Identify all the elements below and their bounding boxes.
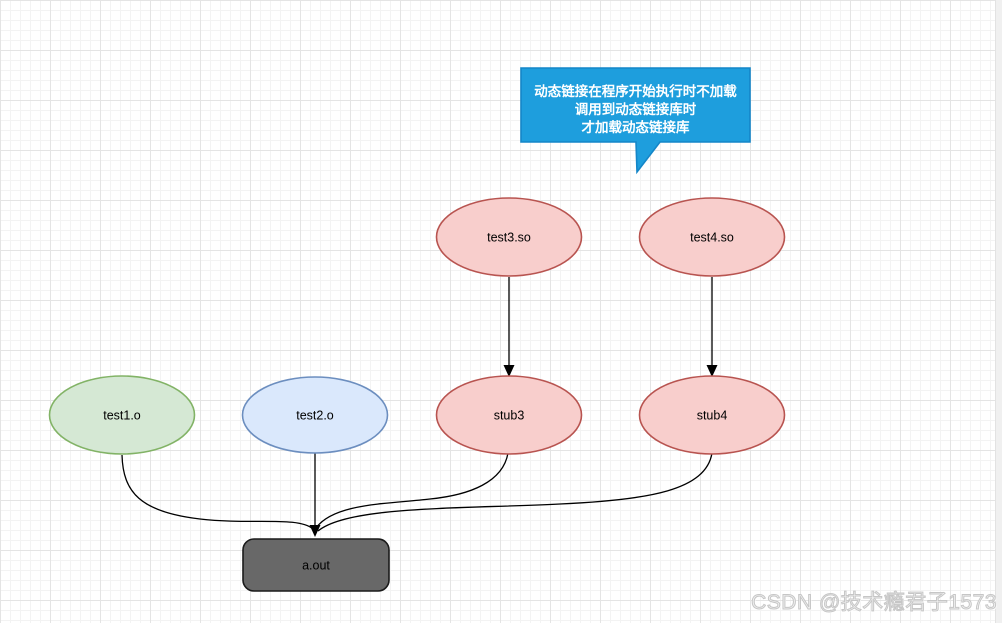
node-test1o-shape	[48, 375, 196, 455]
node-test1o[interactable]: test1.o	[48, 375, 196, 455]
node-test4so-shape	[638, 197, 786, 277]
node-stub3-shape	[435, 375, 583, 455]
edge-test1o-aout[interactable]	[121, 454, 314, 530]
callout-line-3: 才加载动态链接库	[582, 119, 690, 135]
node-aout-label: a.out	[302, 559, 330, 573]
node-stub4-shape	[638, 375, 786, 455]
node-stub3-label: stub3	[494, 409, 525, 423]
edge-stub4-aout[interactable]	[317, 452, 713, 532]
callout-shape	[520, 67, 751, 175]
vertical-scrollbar[interactable]	[995, 0, 1002, 623]
node-test3so-label: test3.so	[487, 231, 531, 245]
node-aout[interactable]: a.out	[242, 538, 390, 592]
edge-stub3-aout[interactable]	[315, 452, 509, 529]
node-test2o-label: test2.o	[296, 409, 334, 423]
node-test2o[interactable]: test2.o	[241, 376, 389, 454]
callout-line-2: 调用到动态链接库时	[575, 101, 697, 117]
node-stub4[interactable]: stub4	[638, 375, 786, 455]
node-aout-shape	[242, 538, 390, 592]
edges-group	[121, 277, 718, 537]
node-test3so[interactable]: test3.so	[435, 197, 583, 277]
node-test2o-shape	[241, 376, 389, 454]
node-stub3[interactable]: stub3	[435, 375, 583, 455]
node-test4so[interactable]: test4.so	[638, 197, 786, 277]
node-stub4-label: stub4	[697, 409, 728, 423]
node-test4so-label: test4.so	[690, 231, 734, 245]
node-test1o-label: test1.o	[103, 409, 141, 423]
callout-note[interactable]: 动态链接在程序开始执行时不加载 调用到动态链接库时 才加载动态链接库	[520, 67, 751, 175]
node-test3so-shape	[435, 197, 583, 277]
callout-line-1: 动态链接在程序开始执行时不加载	[534, 83, 737, 99]
